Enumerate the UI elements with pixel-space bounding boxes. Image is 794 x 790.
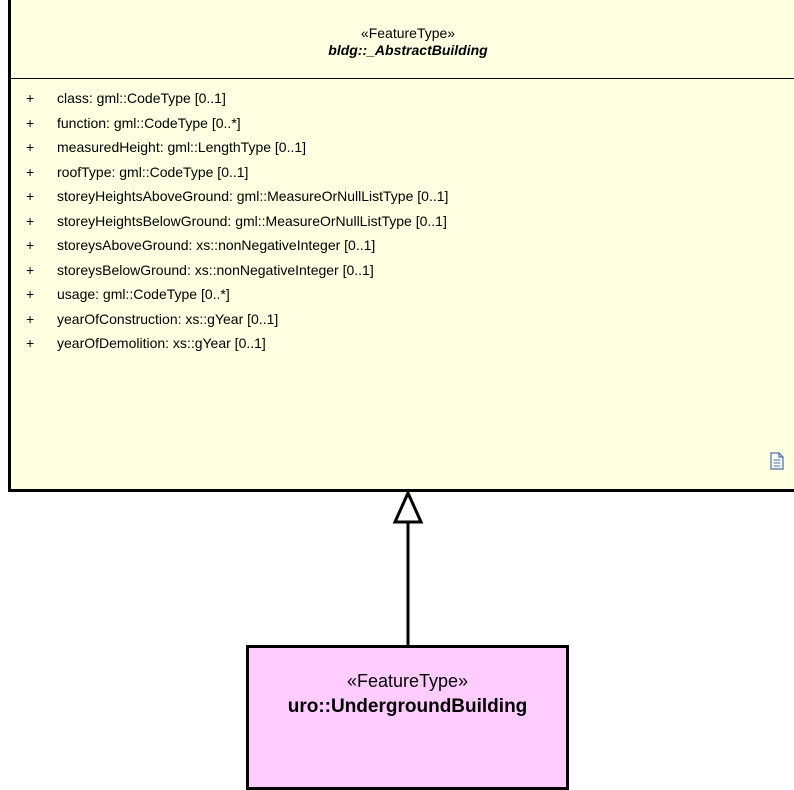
visibility-marker: + [26,163,35,180]
visibility-marker: + [26,114,35,131]
class-name: uro::UndergroundBuilding [287,696,528,717]
attribute-row[interactable]: + function: gml::CodeType [0..*] [11,114,794,139]
attribute-row[interactable]: + storeysAboveGround: xs::nonNegativeInte… [11,236,794,261]
underground-building-class[interactable]: «FeatureType» uro::UndergroundBuilding [246,645,569,790]
attribute-text: storeyHeightsAboveGround: gml::MeasureOr… [57,188,449,204]
attribute-row[interactable]: + roofType: gml::CodeType [0..1] [11,163,794,188]
attribute-text: class: gml::CodeType [0..1] [57,90,226,106]
attribute-row[interactable]: + storeysBelowGround: xs::nonNegativeInte… [11,261,794,286]
visibility-marker: + [26,212,35,229]
attribute-list: +class: gml::CodeType [0..1] +function: … [11,79,794,359]
attribute-row[interactable]: + yearOfConstruction: xs::gYear [0..1] [11,310,794,335]
stereotype-label: «FeatureType» [360,25,456,41]
attribute-text: usage: gml::CodeType [0..*] [57,286,230,302]
attribute-row[interactable]: + usage: gml::CodeType [0..*] [11,285,794,310]
attribute-row[interactable]: + yearOfDemolition: xs::gYear [0..1] [11,334,794,359]
visibility-marker: + [26,286,35,302]
attribute-row[interactable]: + storeyHeightsBelowGround: gml::MeasureO… [11,212,794,237]
attribute-text: storeysBelowGround: xs::nonNegativeInteg… [57,261,374,278]
attribute-text: storeysAboveGround: xs::nonNegativeInteg… [57,237,376,253]
visibility-marker: + [26,261,35,278]
attribute-row[interactable]: + storeyHeightsAboveGround: gml::MeasureO… [11,187,794,212]
generalization-arrowhead [392,489,424,524]
abstract-building-class[interactable]: «FeatureType» bldg::_AbstractBuilding + c… [8,0,794,492]
document-icon[interactable] [770,452,784,470]
attribute-row[interactable]: + measuredHeight: gml::LengthType [0..1] [11,138,794,163]
attribute-text: yearOfConstruction: xs::gYear [0..1] [57,310,279,327]
attribute-row[interactable]: + class: gml::CodeType [0..1] [11,89,794,114]
class-header: «FeatureType» bldg::_AbstractBuilding [11,0,794,79]
visibility-marker: + [26,139,35,155]
stereotype-label: «FeatureType» [346,671,469,691]
visibility-marker: + [26,310,35,327]
attribute-text: roofType: gml::CodeType [0..1] [57,163,249,180]
class-name: bldg::_AbstractBuilding [328,42,488,58]
attribute-text: storeyHeightsBelowGround: gml::MeasureOr… [57,212,447,229]
visibility-marker: + [26,237,35,253]
visibility-marker: + [26,335,35,351]
attribute-text: measuredHeight: gml::LengthType [0..1] [57,139,307,155]
visibility-marker: + [26,90,35,106]
attribute-text: yearOfDemolition: xs::gYear [0..1] [57,335,266,351]
visibility-marker: + [26,188,35,204]
attribute-text: function: gml::CodeType [0..*] [57,114,241,131]
